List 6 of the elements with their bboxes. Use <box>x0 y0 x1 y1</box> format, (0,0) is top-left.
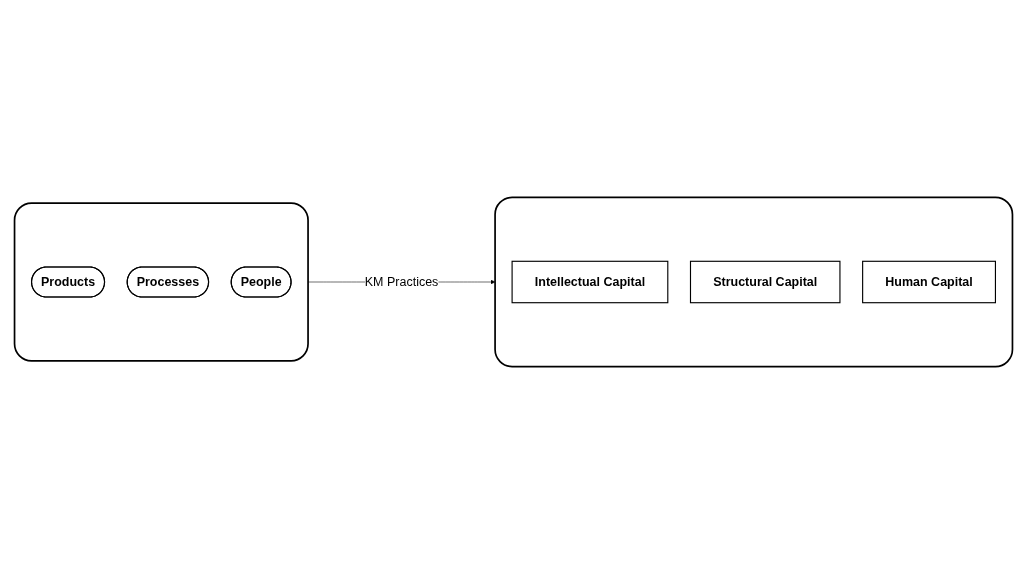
cluster <box>13 202 309 362</box>
node-box: Structural Capital <box>689 260 841 304</box>
node-box: Human Capital <box>862 260 996 304</box>
node-box: Intellectual Capital <box>511 260 669 304</box>
edge-label: KM Practices <box>364 274 439 290</box>
cluster <box>494 196 1014 368</box>
